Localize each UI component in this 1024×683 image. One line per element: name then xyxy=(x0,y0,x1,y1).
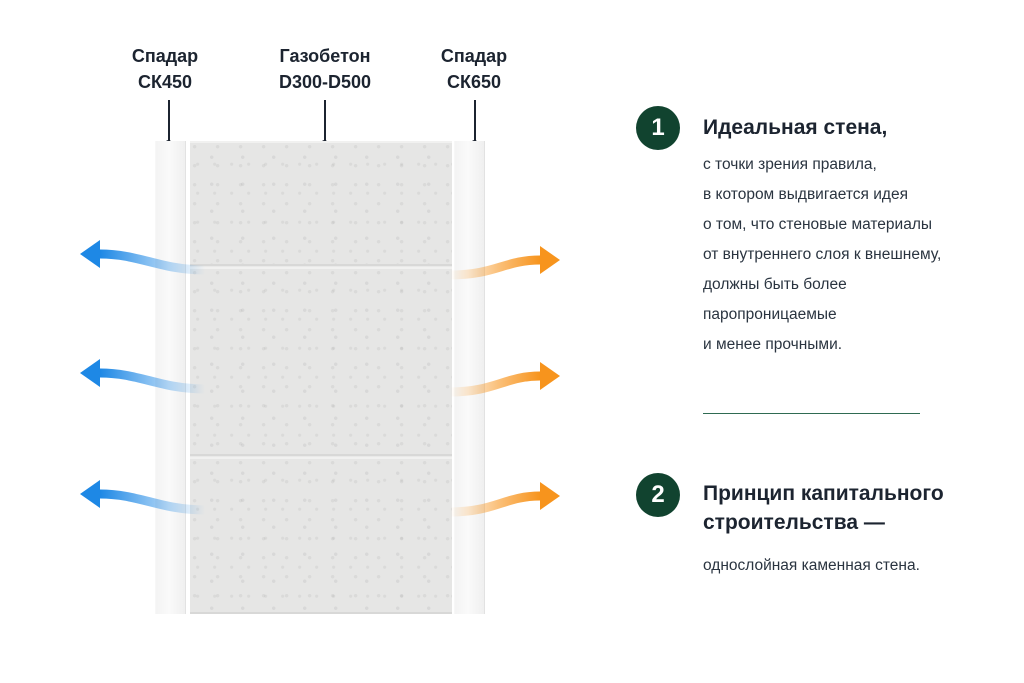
label-right-line-2: СК650 xyxy=(446,72,502,92)
aerated-concrete-wall xyxy=(190,141,452,614)
label-right-line-1: Спадар xyxy=(440,46,508,66)
number-badge-1: 1 xyxy=(636,106,680,150)
concrete-block xyxy=(190,457,452,614)
plaster-layer-inner xyxy=(155,141,186,614)
right-arrow-3 xyxy=(445,482,560,517)
point-2-title-line: строительства — xyxy=(703,511,885,534)
point-2-text-line: однослойная каменная стена. xyxy=(703,557,920,574)
concrete-block xyxy=(190,141,452,266)
left-arrow-3 xyxy=(80,480,210,515)
section-divider xyxy=(703,413,920,414)
label-center-block: Газобетон D300-D500 xyxy=(260,43,390,95)
label-left-plaster: Спадар СК450 xyxy=(120,43,210,95)
number-badge-2: 2 xyxy=(636,473,680,517)
point-1-text-line: о том, что стеновые материалы xyxy=(703,216,933,233)
label-left-line-1: Спадар xyxy=(131,46,199,66)
point-1-text: с точки зрения правила, в котором выдвиг… xyxy=(703,150,941,360)
label-left-line-2: СК450 xyxy=(137,72,193,92)
point-1-title-line: Идеальная стена, xyxy=(703,116,888,139)
label-center-line-1: Газобетон xyxy=(279,46,371,66)
point-1-text-line: и менее прочными. xyxy=(703,336,843,353)
point-1-text-line: должны быть более xyxy=(703,276,847,293)
right-arrow-2 xyxy=(445,362,560,397)
point-1-text-line: в котором выдвигается идея xyxy=(703,186,908,203)
label-center-line-2: D300-D500 xyxy=(278,72,372,92)
point-2-title: Принцип капитального строительства — xyxy=(703,479,944,537)
point-1-text-line: с точки зрения правила, xyxy=(703,156,877,173)
pointer-line-left xyxy=(168,100,170,143)
point-1-text-line: от внутреннего слоя к внешнему, xyxy=(703,246,942,263)
pointer-line-right xyxy=(474,100,476,143)
point-2-title-line: Принцип капитального xyxy=(703,482,944,505)
left-arrow-1 xyxy=(80,240,210,275)
point-1-title: Идеальная стена, xyxy=(703,113,887,142)
pointer-line-center xyxy=(324,100,326,143)
left-arrow-2 xyxy=(80,359,210,394)
label-right-plaster: Спадар СК650 xyxy=(429,43,519,95)
concrete-block xyxy=(190,267,452,456)
right-arrow-1 xyxy=(445,246,560,280)
plaster-layer-outer xyxy=(454,141,485,614)
point-1-text-line: паропроницаемые xyxy=(703,306,837,323)
point-2-text: однослойная каменная стена. xyxy=(703,551,920,581)
